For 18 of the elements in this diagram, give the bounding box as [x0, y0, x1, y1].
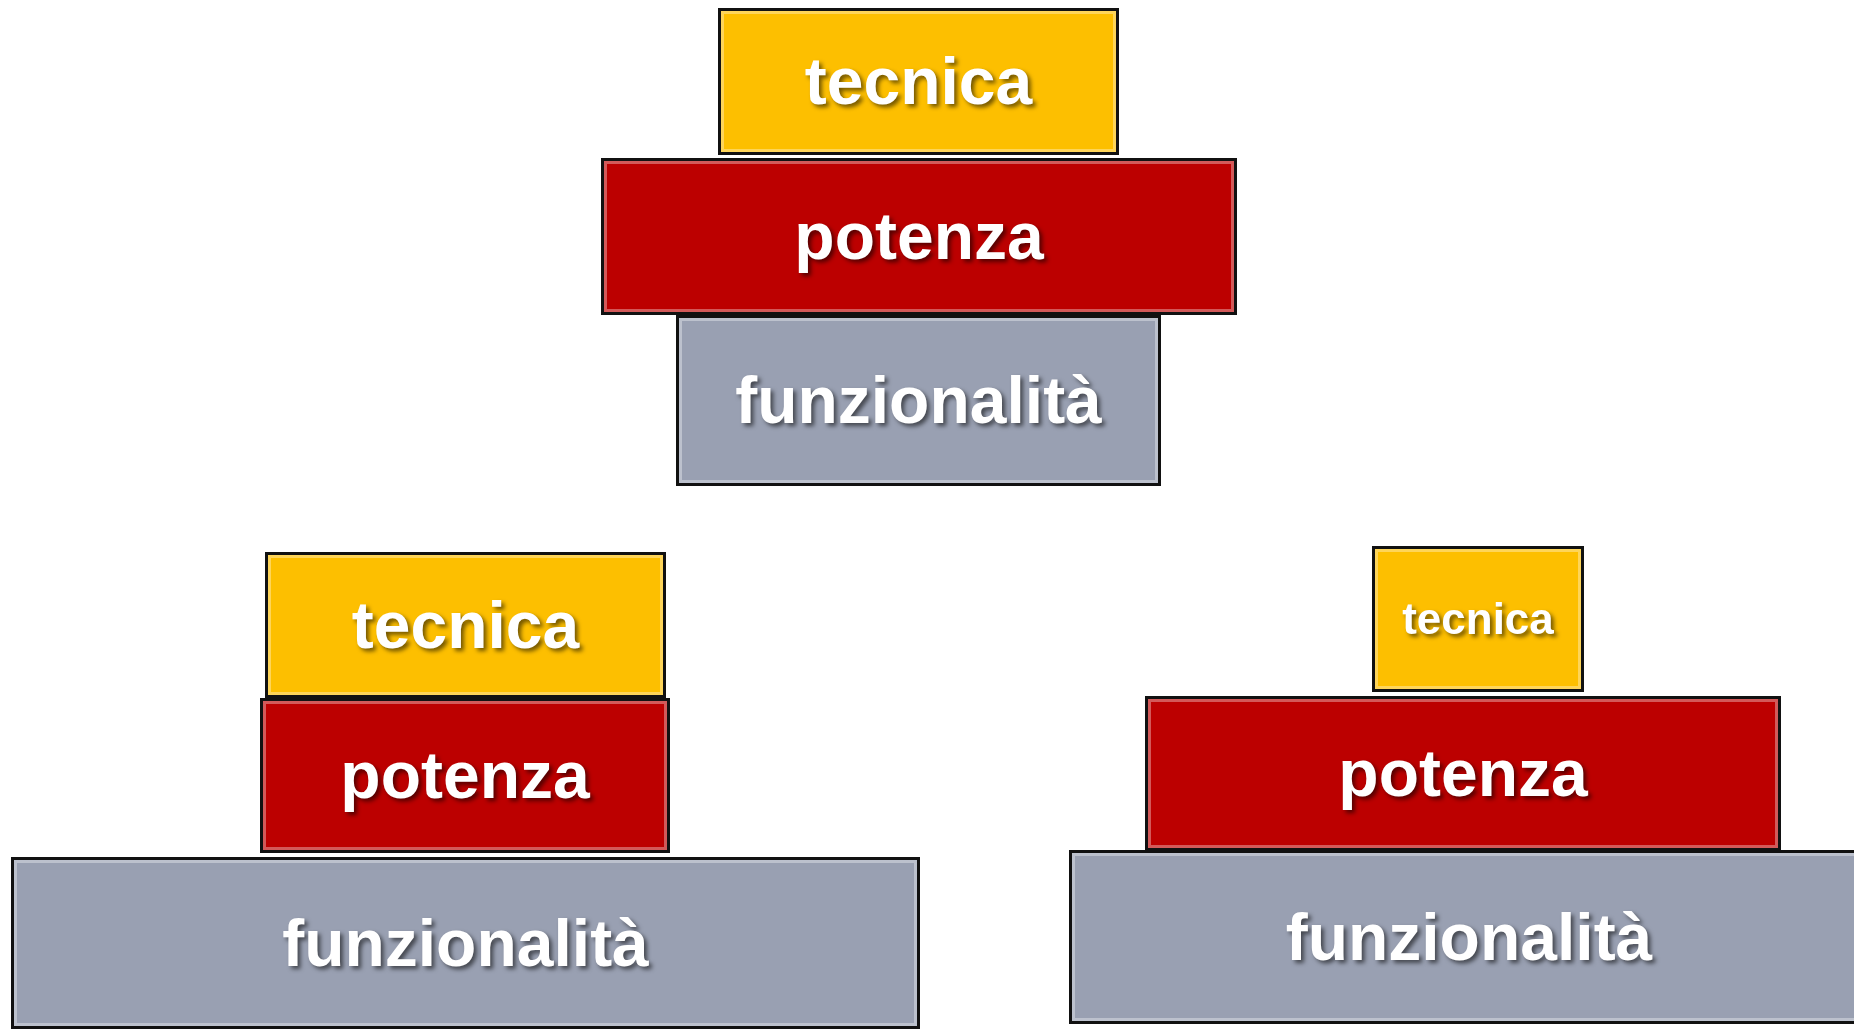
stacked-block	[676, 315, 1161, 486]
stacked-block	[718, 8, 1119, 155]
stacked-block	[260, 698, 670, 853]
stacked-block	[1145, 696, 1781, 851]
block-label: potenza	[1338, 735, 1588, 812]
block-label: tecnica	[804, 43, 1033, 120]
stacked-block	[601, 158, 1237, 315]
block-label: tecnica	[1402, 593, 1554, 645]
block-label: potenza	[340, 737, 590, 814]
block-label: funzionalità	[282, 904, 649, 982]
block-label: tecnica	[351, 586, 580, 664]
block-label: funzionalità	[1285, 898, 1653, 976]
stacked-block	[11, 857, 920, 1029]
stacked-block	[1069, 850, 1854, 1024]
stacked-block	[1372, 546, 1584, 692]
block-label: potenza	[794, 198, 1044, 275]
block-label: funzionalità	[735, 362, 1102, 439]
stacked-block	[265, 552, 666, 698]
